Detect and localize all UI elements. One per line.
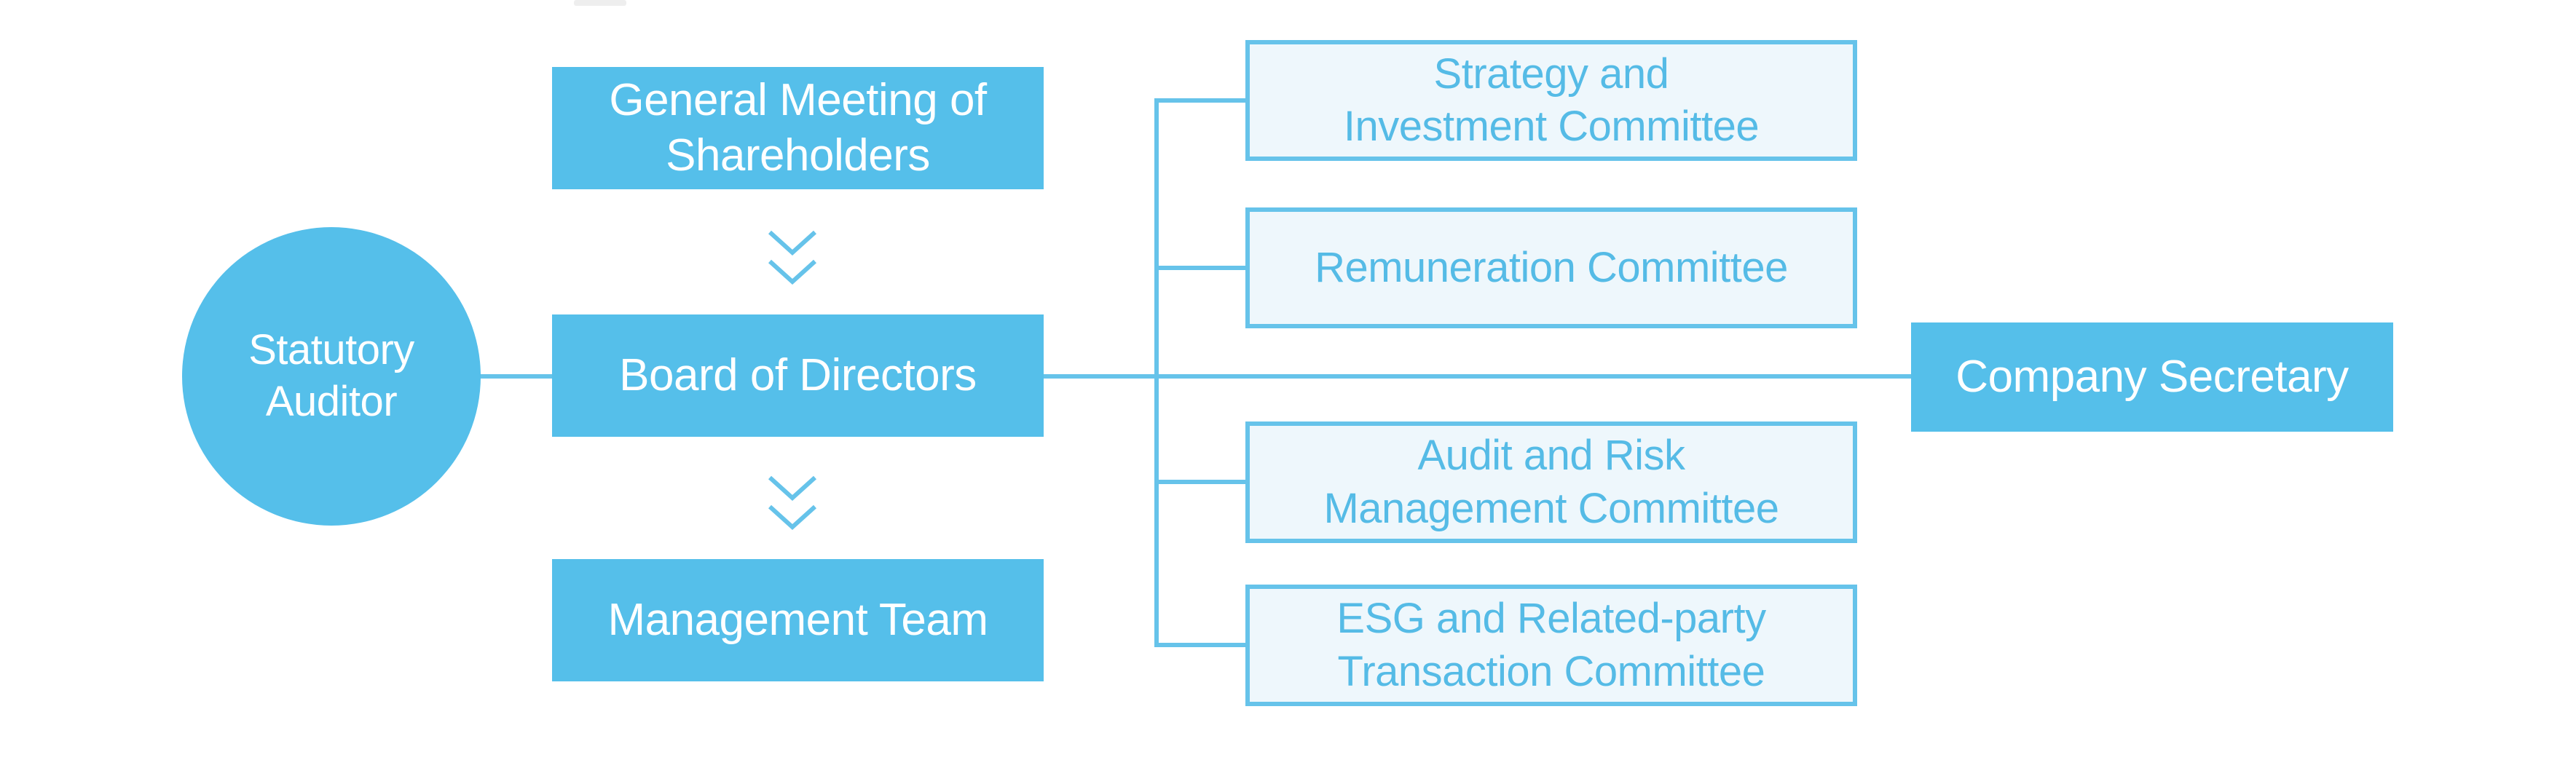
node-esg-and-related-party-transaction-committee: ESG and Related-party Transaction Commit…: [1245, 585, 1857, 706]
node-remuneration-committee: Remuneration Committee: [1245, 207, 1857, 328]
connector-stub-remuneration: [1154, 266, 1248, 270]
node-audit-and-risk-management-committee: Audit and Risk Management Committee: [1245, 421, 1857, 543]
double-chevron-down-icon: [768, 475, 817, 531]
node-management-team: Management Team: [552, 559, 1044, 681]
connector-auditor-board-secretary: [478, 374, 1911, 379]
double-chevron-down-icon: [768, 230, 817, 285]
node-strategy-and-investment-committee: Strategy and Investment Committee: [1245, 40, 1857, 161]
node-board-of-directors: Board of Directors: [552, 314, 1044, 437]
node-statutory-auditor: Statutory Auditor: [182, 227, 481, 526]
node-general-meeting-of-shareholders: General Meeting of Shareholders: [552, 67, 1044, 189]
connector-stub-audit: [1154, 480, 1248, 484]
cropped-text-artifact: [574, 0, 626, 6]
connector-stub-strategy: [1154, 98, 1248, 103]
connector-stub-esg: [1154, 643, 1248, 647]
node-company-secretary: Company Secretary: [1911, 322, 2393, 432]
connector-trunk-vertical: [1154, 98, 1159, 647]
